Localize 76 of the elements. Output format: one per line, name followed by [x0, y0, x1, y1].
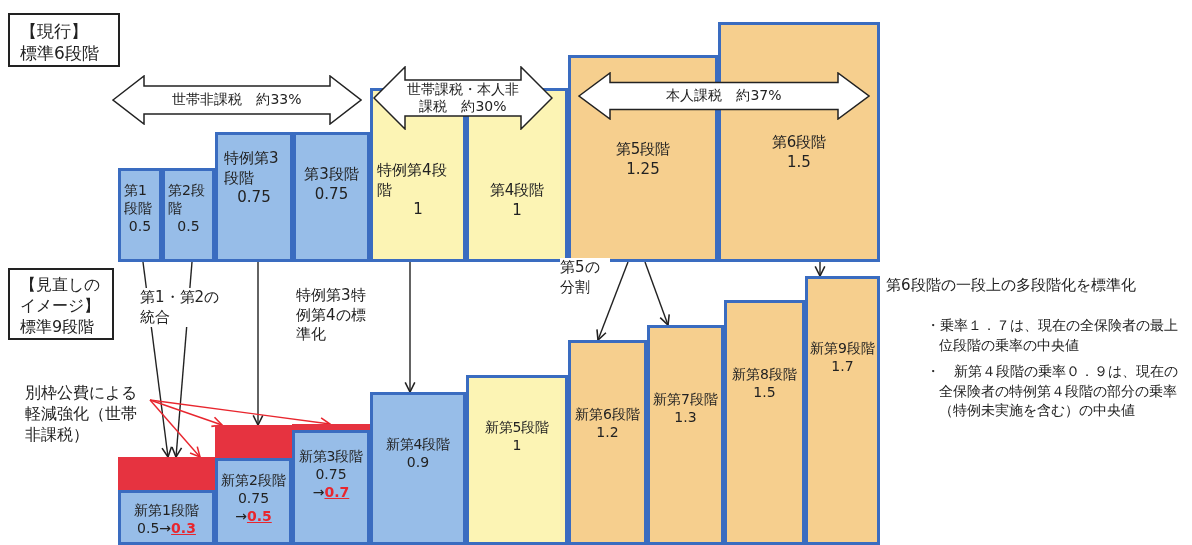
rate-value: 1.25 [625, 159, 661, 179]
stage-name: 第1段階 [124, 181, 153, 218]
arrow [149, 399, 223, 428]
stage-name: 新第7段階 [652, 390, 719, 409]
reduced-rate: 0.3 [171, 520, 196, 537]
stage-name: 新第3段階 [297, 447, 365, 466]
rate-value: 0.75 [313, 184, 350, 204]
note-text: ・ 新第４段階の乗率０．９は、現在の全保険者の特例第４段階の部分の乗率（特例未実施を含む）の中央値 [926, 362, 1179, 421]
heading-box: 【現行】標準6段階 [8, 13, 120, 67]
heading-box: 【見直しのイメージ】標準9段階 [8, 268, 114, 340]
stage-bar [568, 340, 647, 545]
arrow [404, 261, 416, 393]
stage-bar [118, 490, 215, 545]
reduction-bar [118, 457, 215, 490]
rate-value: 1 [511, 436, 523, 455]
stage-name: 新第8段階 [731, 365, 798, 384]
range-band [373, 66, 553, 130]
reduction-bar [292, 424, 370, 430]
stage-bar [805, 276, 880, 545]
rate-value: 1.2 [595, 423, 620, 442]
arrow [644, 261, 670, 326]
stage-name: 新第2段階 [220, 471, 287, 490]
reduced-rate: 0.7 [324, 484, 350, 501]
arrow [596, 261, 629, 341]
rate-value: 0.75 [314, 465, 348, 484]
rate-value: 1.5 [786, 152, 812, 172]
edge-label: 第1・第2の統合 [140, 288, 220, 327]
range-band [112, 75, 362, 125]
stage-name: 特例第3段階 [224, 149, 280, 188]
rate-value: 0.9 [405, 453, 431, 472]
stage-bar [215, 458, 292, 545]
note-text: 別枠公費による軽減強化（世帯非課税） [25, 383, 149, 446]
arrow [252, 261, 264, 426]
stage-name: 新第1段階 [133, 501, 200, 520]
note-text: ・乗率１．７は、現在の全保険者の最上位段階の乗率の中央値 [926, 316, 1179, 355]
rate-value: 0.5 [127, 217, 153, 236]
stage-bar [118, 168, 162, 262]
stage-bar [647, 325, 724, 545]
rate-value: 1.3 [673, 408, 698, 427]
stage-name: 新第9段階 [810, 339, 875, 358]
stage-bar [215, 132, 293, 262]
rate-value: 1.7 [830, 357, 855, 376]
stage-bar [292, 430, 370, 545]
stage-name: 第5段階 [614, 140, 672, 160]
arrow [149, 399, 201, 458]
stage-bar [162, 168, 215, 262]
stage-name: 第6段階 [770, 133, 828, 153]
share-label: 世帯課税・本人非課税 約30% [407, 80, 519, 116]
arrow [814, 261, 826, 277]
stage-bar [466, 375, 568, 545]
rate-value: 0.5→ [137, 520, 172, 537]
share-label: 世帯非課税 約33% [172, 91, 302, 109]
rate-value: 1 [412, 200, 424, 220]
edge-label: 第6段階の一段上の多段階化を標準化 [886, 276, 1136, 296]
rate-value: 0.5 [176, 217, 201, 236]
stage-bar [293, 132, 370, 262]
range-band [578, 72, 870, 120]
stage-name: 第2段階 [168, 181, 206, 218]
rate-value: 0.75 [236, 489, 271, 508]
rate-value: 0.75 [236, 188, 272, 208]
stage-name: 第4段階 [488, 181, 546, 201]
stage-name: 第3段階 [303, 165, 360, 185]
stage-name: 新第5段階 [483, 418, 551, 437]
stage-name: 新第4段階 [384, 435, 452, 454]
rate-value: 1 [511, 200, 523, 220]
edge-label: 第5の分割 [560, 258, 610, 297]
share-label: 本人課税 約37% [666, 87, 782, 105]
stage-bar [370, 392, 466, 545]
stage-name: 新第6段階 [574, 405, 641, 424]
stage-bar [724, 300, 805, 545]
stage-name: 特例第4段階 [377, 161, 448, 200]
rate-value: → [312, 484, 325, 501]
rate-value: → [235, 508, 247, 525]
reduction-bar [215, 425, 292, 458]
reduced-rate: 0.5 [246, 508, 272, 525]
rate-value: 1.5 [752, 383, 777, 402]
